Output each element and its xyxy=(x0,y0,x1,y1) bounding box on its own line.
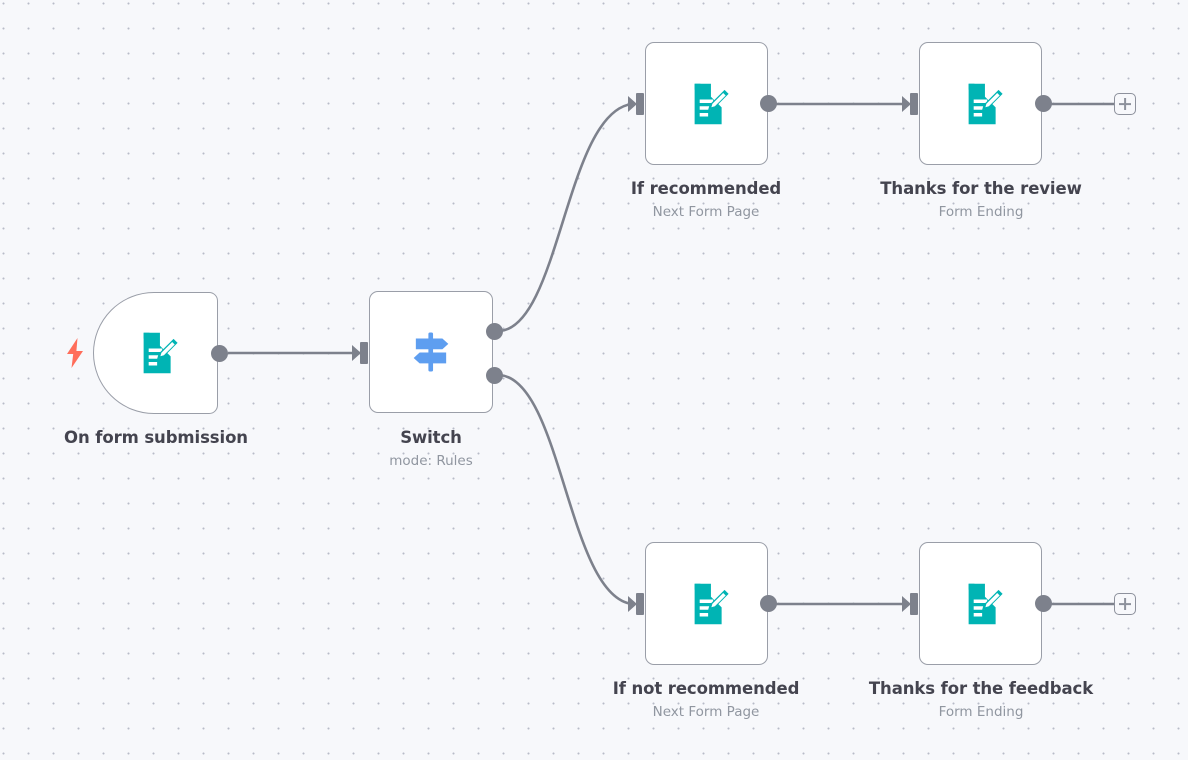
output-endpoint-switch-1[interactable] xyxy=(486,367,503,384)
input-endpoint-thanks-for-the-review[interactable] xyxy=(902,93,921,115)
caption-if-recommended: If recommended Next Form Page xyxy=(586,179,826,221)
output-endpoint-if-not-recommended[interactable] xyxy=(760,595,777,612)
form-document-pencil-icon xyxy=(968,83,1003,124)
add-node-after-thanks-for-the-feedback-button[interactable] xyxy=(1114,593,1136,615)
form-document-pencil-icon xyxy=(694,83,729,124)
node-subtitle-thanks-for-the-review: Form Ending xyxy=(938,204,1024,220)
form-document-pencil-icon xyxy=(143,332,178,374)
output-endpoint-switch-0[interactable] xyxy=(486,323,503,340)
node-subtitle-if-recommended: Next Form Page xyxy=(652,204,760,220)
edge-switch-to-if-recommended xyxy=(499,102,633,333)
node-subtitle-switch: mode: Rules xyxy=(389,453,473,469)
node-thanks-for-the-feedback[interactable] xyxy=(919,542,1042,665)
node-switch[interactable] xyxy=(369,291,493,413)
output-endpoint-if-recommended[interactable] xyxy=(760,95,777,112)
trigger-bolt-icon xyxy=(67,338,83,368)
node-if-not-recommended[interactable] xyxy=(645,542,768,665)
input-endpoint-thanks-for-the-feedback[interactable] xyxy=(902,593,921,615)
node-if-recommended[interactable] xyxy=(645,42,768,165)
node-thanks-for-the-review[interactable] xyxy=(919,42,1042,165)
node-on-form-submission[interactable] xyxy=(67,292,218,414)
input-endpoint-switch[interactable] xyxy=(352,342,371,364)
caption-if-not-recommended: If not recommended Next Form Page xyxy=(586,679,826,721)
output-endpoint-on-form-submission[interactable] xyxy=(211,345,228,362)
edge-switch-to-if-not-recommended xyxy=(499,373,633,606)
node-title-thanks-for-the-feedback: Thanks for the feedback xyxy=(868,679,1094,698)
output-endpoint-thanks-for-the-review[interactable] xyxy=(1035,95,1052,112)
caption-thanks-for-the-feedback: Thanks for the feedback Form Ending xyxy=(861,679,1101,721)
output-endpoint-thanks-for-the-feedback[interactable] xyxy=(1035,595,1052,612)
node-title-on-form-submission: On form submission xyxy=(64,428,248,447)
form-document-pencil-icon xyxy=(694,583,729,624)
node-title-thanks-for-the-review: Thanks for the review xyxy=(880,179,1082,198)
caption-on-form-submission: On form submission xyxy=(36,428,276,452)
input-endpoint-if-recommended[interactable] xyxy=(628,93,647,115)
caption-thanks-for-the-review: Thanks for the review Form Ending xyxy=(861,179,1101,221)
node-subtitle-thanks-for-the-feedback: Form Ending xyxy=(938,704,1024,720)
signpost-switch-icon xyxy=(413,332,449,372)
input-endpoint-if-not-recommended[interactable] xyxy=(628,593,647,615)
add-node-after-thanks-for-the-review-button[interactable] xyxy=(1114,93,1136,115)
node-title-switch: Switch xyxy=(400,428,462,447)
node-subtitle-if-not-recommended: Next Form Page xyxy=(652,704,760,720)
form-document-pencil-icon xyxy=(968,583,1003,624)
node-title-if-recommended: If recommended xyxy=(630,179,782,198)
node-title-if-not-recommended: If not recommended xyxy=(612,679,800,698)
caption-switch: Switch mode: Rules xyxy=(311,428,551,470)
